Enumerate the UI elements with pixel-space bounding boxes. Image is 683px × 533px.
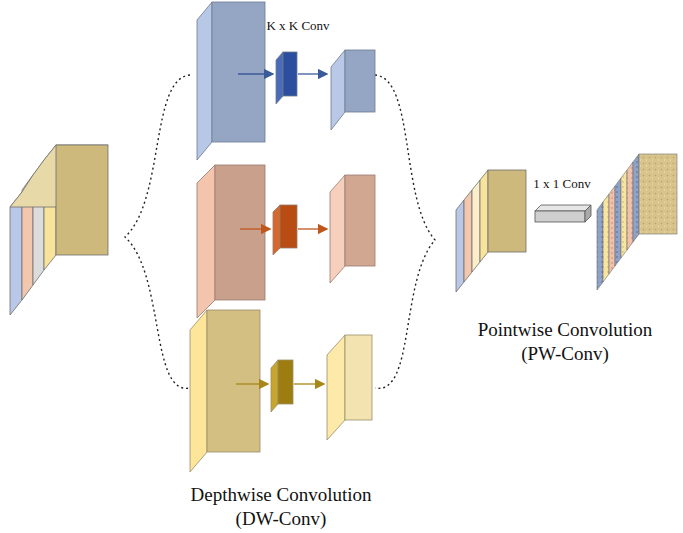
section-caption: Pointwise Convolution (PW-Conv) [458,318,673,366]
flow-arrow [236,383,268,384]
flow-arrow [240,228,270,229]
split-brace [125,75,190,388]
depthwise-branch-blue [197,2,375,160]
pointwise-kernel [535,205,591,222]
pointwise-output-stack [597,154,677,290]
flow-arrow [294,383,324,384]
input-tensor [10,145,108,315]
flow-arrow [238,73,273,74]
flow-arrow [298,73,327,74]
kernel-label: 1 x 1 Conv [522,176,602,192]
flow-arrow [298,228,327,229]
depthwise-output-stack [456,170,526,292]
kernel-label: K x K Conv [243,18,353,34]
depthwise-branch-yellow [190,310,372,472]
depthwise-branch-pink [197,165,375,318]
section-caption: Depthwise Convolution (DW-Conv) [174,483,389,531]
merge-brace [375,75,435,388]
